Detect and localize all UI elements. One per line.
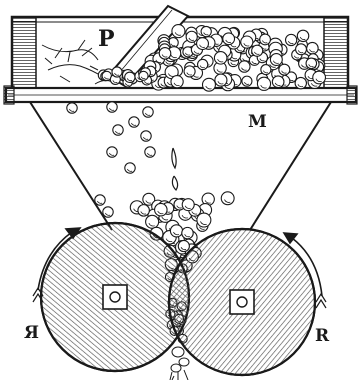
label-left-roller: Я <box>24 323 39 343</box>
left-roller <box>41 223 189 371</box>
grape-berry <box>146 215 159 228</box>
grape-berry <box>182 199 194 211</box>
label-m: M <box>248 112 267 132</box>
grape-berry <box>241 36 253 48</box>
label-right-roller: R <box>315 326 330 346</box>
grape-berry <box>214 52 227 65</box>
sieve-plate <box>4 86 357 104</box>
grape-berry <box>155 203 167 215</box>
right-roller <box>169 229 315 375</box>
label-p: P <box>98 26 115 52</box>
grape-berry <box>172 25 185 38</box>
crushed-pulp <box>170 347 189 380</box>
grape-berry <box>171 76 183 88</box>
grape-berry <box>197 38 209 50</box>
grape-berry <box>313 71 326 84</box>
grape-berry <box>215 74 227 86</box>
grape-berry <box>202 78 215 91</box>
grape-berry <box>170 225 182 237</box>
grape-berry <box>257 77 270 90</box>
falling-grapes <box>67 102 155 217</box>
juice-drops <box>172 148 178 190</box>
grape-berry <box>223 33 235 45</box>
grape-berry <box>270 54 282 66</box>
grape-berry <box>197 213 211 227</box>
grape-berry <box>221 192 234 205</box>
